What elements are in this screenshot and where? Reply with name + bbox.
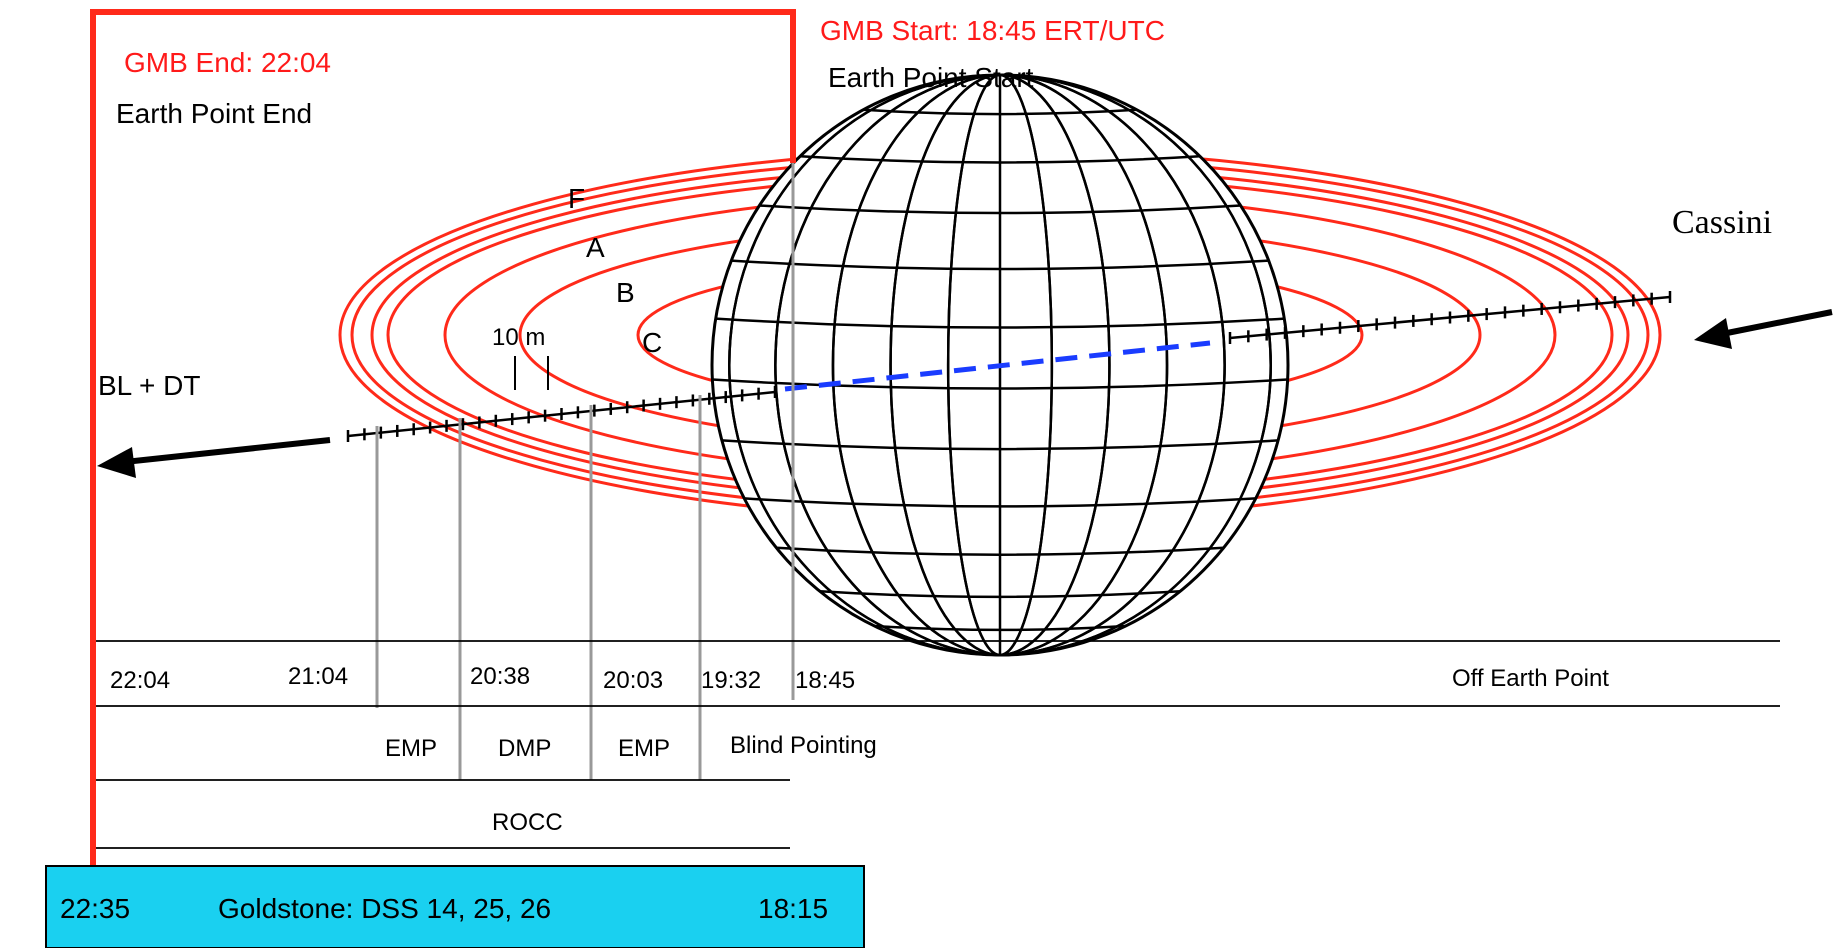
ring-label-c: C xyxy=(642,327,662,358)
globe-parallel xyxy=(715,317,1285,329)
off-earth-point-label: Off Earth Point xyxy=(1452,665,1609,692)
globe-parallel xyxy=(744,497,1256,508)
time-1845: 18:45 xyxy=(795,667,855,694)
time-2204: 22:04 xyxy=(110,667,170,694)
station-name: Goldstone: DSS 14, 25, 26 xyxy=(218,893,551,924)
ring-label-f: F xyxy=(568,183,585,214)
station-end-time: 22:35 xyxy=(60,893,130,924)
gmb-start-subtitle: Earth Point Start xyxy=(828,62,1034,93)
ring-label-b: B xyxy=(616,277,635,308)
mode-blind-pointing: Blind Pointing xyxy=(730,732,877,759)
station-bar xyxy=(45,865,865,948)
gmb-end-subtitle: Earth Point End xyxy=(116,98,312,129)
scale-label: 10 m xyxy=(492,324,545,351)
gmb-end-title: GMB End: 22:04 xyxy=(124,47,331,78)
globe-parallel xyxy=(819,589,1181,599)
mode-dmp: DMP xyxy=(498,735,551,762)
timeline-table xyxy=(96,640,1780,849)
time-2038: 20:38 xyxy=(470,663,530,690)
beam-label: BL + DT xyxy=(98,370,200,401)
timeline-guides xyxy=(375,163,795,780)
globe-parallel xyxy=(863,108,1137,116)
globe-parallel xyxy=(874,624,1126,632)
time-2003: 20:03 xyxy=(603,667,663,694)
time-1932: 19:32 xyxy=(701,667,761,694)
scale-marks xyxy=(514,356,549,390)
gmb-window-boundary xyxy=(90,9,796,878)
mode-emp-2: EMP xyxy=(618,735,670,762)
globe-parallel xyxy=(731,259,1269,271)
ring-label-a: A xyxy=(586,232,605,263)
gmb-start-title: GMB Start: 18:45 ERT/UTC xyxy=(820,15,1165,46)
globe-parallel xyxy=(721,439,1279,451)
station-start-time: 18:15 xyxy=(758,893,828,924)
spacecraft-track xyxy=(346,291,1672,442)
rocc-label: ROCC xyxy=(492,809,563,836)
spacecraft-label: Cassini xyxy=(1672,204,1772,241)
globe-parallel xyxy=(776,546,1224,556)
time-2104: 21:04 xyxy=(288,663,348,690)
globe-parallel xyxy=(759,204,1241,215)
mode-emp-1: EMP xyxy=(385,735,437,762)
occulted-path xyxy=(784,340,1211,392)
globe-parallel xyxy=(800,154,1200,164)
beam-arrow xyxy=(97,437,331,478)
cassini-arrow xyxy=(1694,309,1833,349)
